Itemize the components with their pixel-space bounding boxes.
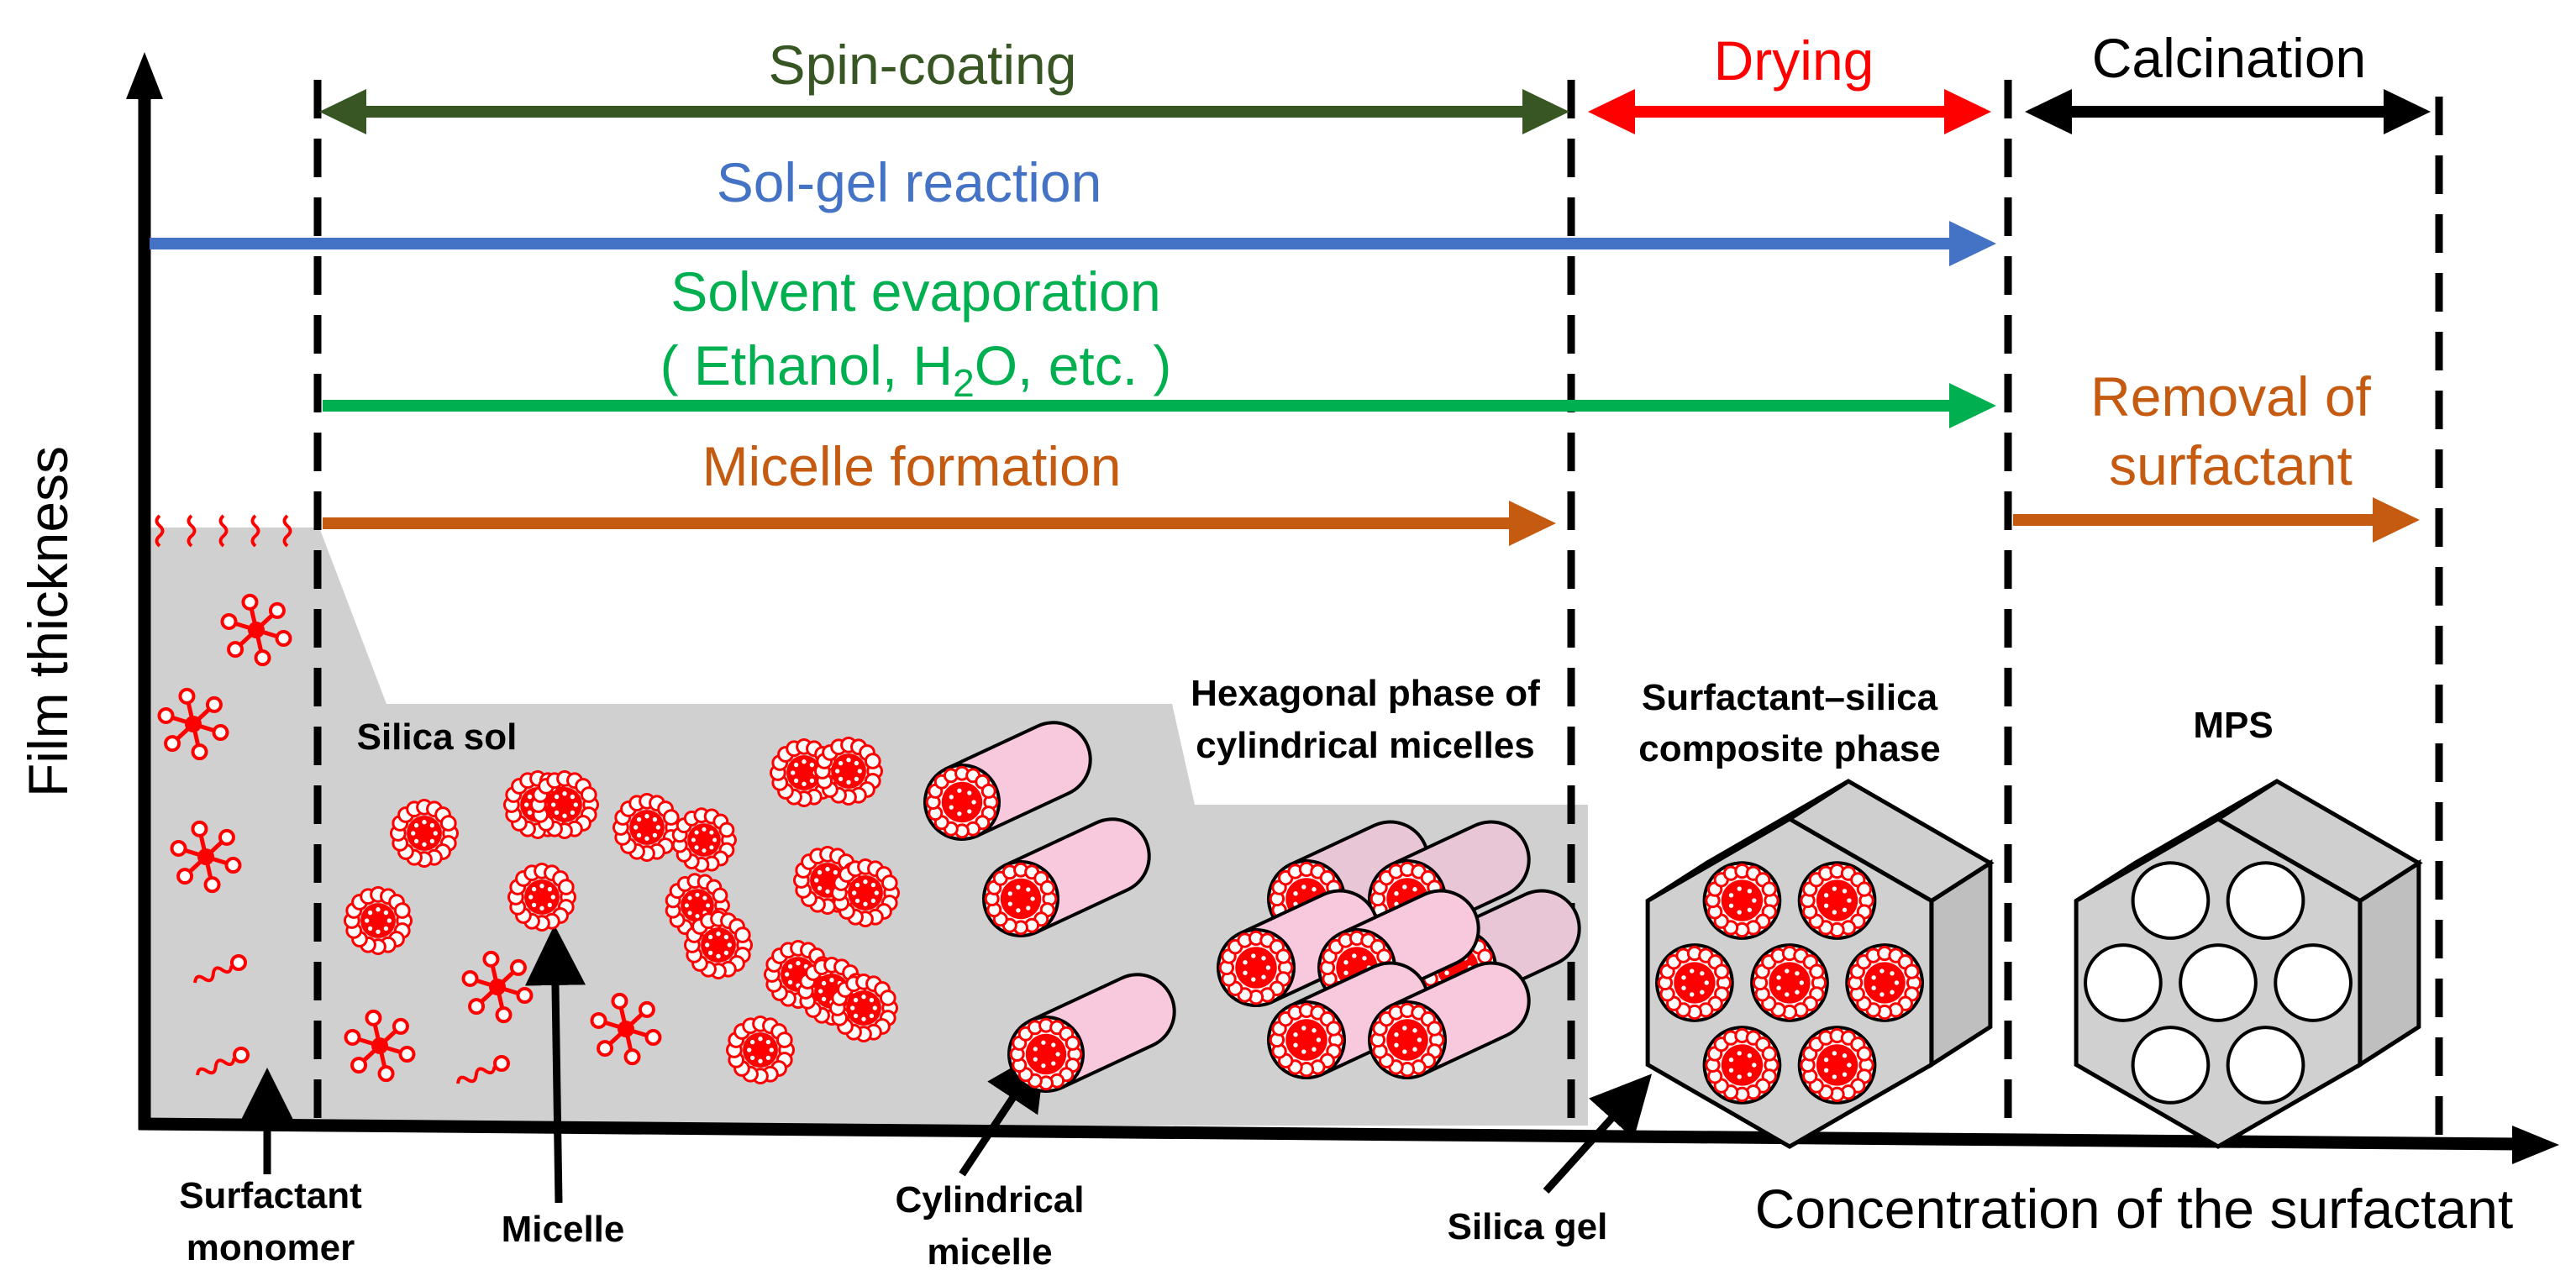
calcination-arrow (2025, 89, 2431, 134)
micelle-17 (725, 1015, 796, 1085)
aggregate-3 (170, 820, 242, 894)
hex-cylinder-4 (1217, 889, 1380, 1007)
callout-arrows (237, 925, 1653, 1204)
x-axis (138, 1117, 2521, 1151)
hexagonal-phase-label-line1: Hexagonal phase of (1191, 673, 1540, 714)
silica-gel-callout-arrow (1543, 1073, 1653, 1194)
micelle-formation-label: Micelle formation (702, 435, 1122, 497)
solvent-evaporation-arrow (323, 383, 1996, 428)
silica-sol-label: Silica sol (357, 716, 518, 758)
x-axis-arrowhead (2512, 1126, 2559, 1164)
micelle-9 (683, 910, 754, 980)
calcination-label: Calcination (2092, 27, 2367, 89)
micelle-6 (671, 807, 737, 873)
micelle-7 (507, 862, 577, 932)
drying-label: Drying (1714, 29, 1874, 92)
monomer-2 (196, 1047, 250, 1076)
composite-phase-label-line2: composite phase (1638, 728, 1940, 769)
cylindrical-micelle-1 (923, 721, 1092, 841)
spin-coating-label: Spin-coating (769, 34, 1077, 96)
removal-arrow (2013, 497, 2420, 543)
y-axis-arrowhead (126, 52, 163, 99)
micelle-5 (612, 792, 682, 863)
monomer-label-line2: monomer (187, 1227, 355, 1268)
removal-label-line1: Removal of (2090, 365, 2371, 428)
mps-prism (2074, 779, 2423, 1149)
monomer-3 (456, 1055, 510, 1084)
surface-monomer (155, 514, 165, 548)
composite-prism (1645, 779, 1995, 1149)
micelle-16 (828, 973, 899, 1043)
aggregate-5 (590, 992, 662, 1066)
aggregate-1 (220, 593, 292, 667)
surface-monomer (250, 514, 260, 548)
silica-gel-label: Silica gel (1448, 1206, 1608, 1247)
micelle-13 (830, 858, 901, 928)
micelle-callout-arrow (524, 925, 586, 1204)
cylindrical-micelle-2 (982, 817, 1151, 937)
monomer-label-line1: Surfactant (179, 1175, 362, 1216)
micelle-11 (813, 736, 884, 806)
micelle-label: Micelle (502, 1209, 625, 1250)
surface-monomer (218, 514, 229, 548)
aggregate-6 (344, 1009, 416, 1083)
cylindrical-micelle-label-line1: Cylindrical (896, 1179, 1085, 1220)
hex-cylinder-6 (1267, 961, 1430, 1079)
aggregate-4 (461, 950, 534, 1024)
drying-arrow (1588, 89, 1991, 134)
micelle-2 (343, 885, 413, 956)
solvent-evaporation-sublabel: ( Ethanol, H2O, etc. ) (660, 334, 1172, 405)
cylindrical-micelle-3 (1007, 973, 1176, 1093)
spin-coating-arrow (319, 89, 1569, 134)
solvent-evaporation-label: Solvent evaporation (670, 260, 1160, 323)
hexagonal-phase-label-line2: cylindrical micelles (1196, 725, 1535, 766)
removal-label-line2: surfactant (2109, 434, 2353, 496)
composite-phase-label-line1: Surfactant–silica (1642, 677, 1938, 718)
sol-gel-arrow (150, 221, 1996, 266)
micelle-formation-arrow (323, 501, 1556, 546)
cylindrical-micelle-label-line2: micelle (927, 1231, 1052, 1273)
monomer-1 (193, 954, 247, 984)
mps-label: MPS (2193, 705, 2273, 746)
hex-cylinder-7 (1368, 961, 1531, 1079)
molecules-layer (155, 514, 2423, 1149)
x-axis-title: Concentration of the surfactant (1755, 1178, 2514, 1240)
surface-monomer (282, 514, 292, 548)
micelle-4 (529, 769, 600, 840)
surface-monomer (187, 514, 197, 548)
sol-gel-label: Sol-gel reaction (717, 151, 1102, 213)
y-axis-title: Film thickness (17, 446, 79, 797)
aggregate-2 (157, 687, 229, 761)
micelle-1 (389, 798, 460, 869)
